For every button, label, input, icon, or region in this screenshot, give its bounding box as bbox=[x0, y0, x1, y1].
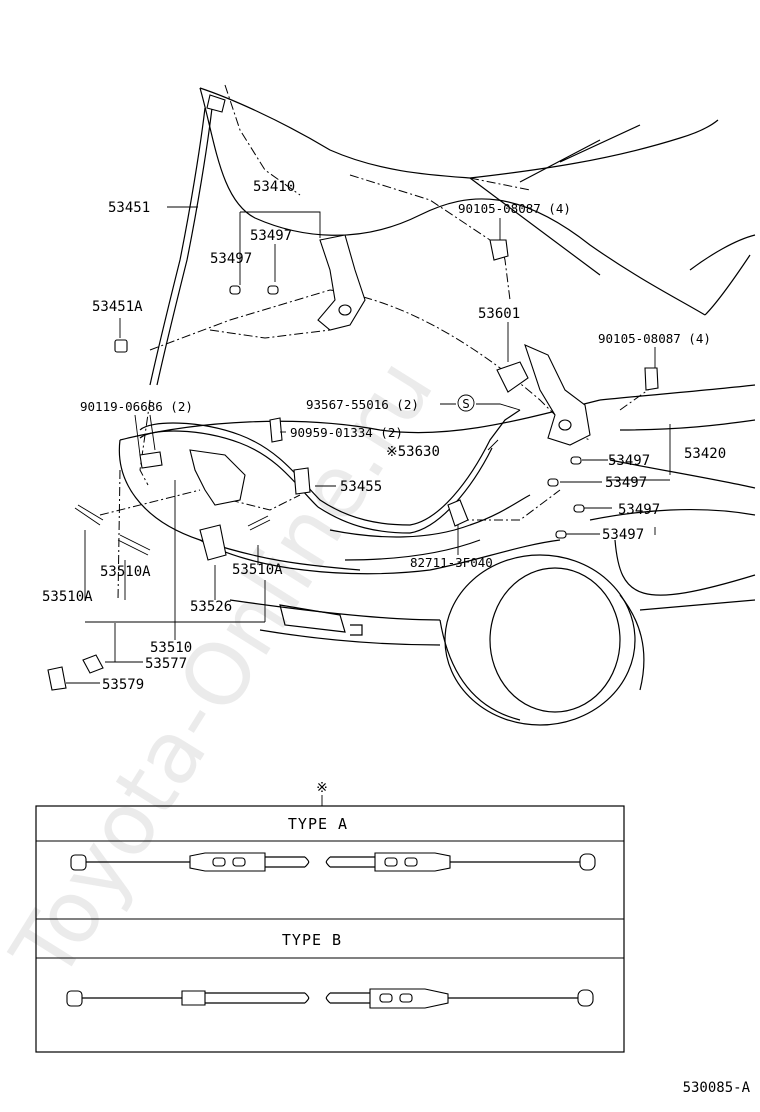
label-53455: 53455 bbox=[340, 479, 382, 495]
type-a-header: TYPE A bbox=[288, 815, 348, 833]
label-53497-c: 53497 bbox=[608, 453, 650, 469]
leader-lines bbox=[66, 206, 671, 684]
type-b-header: TYPE B bbox=[282, 931, 342, 949]
type-b-cable bbox=[66, 988, 594, 1009]
label-53497-a: 53497 bbox=[250, 228, 292, 244]
ref-mark: ※ bbox=[316, 780, 328, 796]
label-53410: 53410 bbox=[253, 179, 295, 195]
label-53497-e: 53497 bbox=[618, 502, 660, 518]
hood-support-rod bbox=[149, 94, 226, 386]
label-53510A-a: 53510A bbox=[100, 564, 151, 580]
label-53510: 53510 bbox=[150, 640, 192, 656]
label-53497-d: 53497 bbox=[605, 475, 647, 491]
type-a-cable bbox=[70, 852, 596, 872]
label-53630: ※53630 bbox=[386, 444, 440, 460]
small-fasteners bbox=[47, 239, 659, 691]
hood-hinge-right bbox=[524, 344, 591, 446]
label-53420: 53420 bbox=[684, 446, 726, 462]
label-53526: 53526 bbox=[190, 599, 232, 615]
label-53451: 53451 bbox=[108, 200, 150, 216]
s-mark-label: S bbox=[462, 396, 470, 411]
label-53577: 53577 bbox=[145, 656, 187, 672]
label-53451A: 53451A bbox=[92, 299, 143, 315]
label-53497-f: 53497 bbox=[602, 527, 644, 543]
watermark: Toyota-Online.ru bbox=[0, 342, 453, 997]
hood-hinge-left bbox=[317, 234, 366, 331]
label-90119: 90119-06686 (2) bbox=[80, 399, 193, 414]
label-90105-right: 90105-08087 (4) bbox=[598, 331, 711, 346]
label-90105-top: 90105-08087 (4) bbox=[458, 201, 571, 216]
car-body-outline bbox=[99, 84, 756, 726]
label-53510A-b: 53510A bbox=[232, 562, 283, 578]
label-93567: 93567-55016 (2) bbox=[306, 397, 419, 412]
diagram-code: 530085-A bbox=[683, 1080, 751, 1096]
hood-lock-assembly bbox=[189, 449, 246, 561]
label-53497-b: 53497 bbox=[210, 251, 252, 267]
cable-types-table: ※ TYPE A TYPE B bbox=[35, 780, 625, 1053]
part-labels: 53451 53410 53497 53497 53451A 90105-080… bbox=[42, 179, 726, 693]
hood-lock-bracket bbox=[496, 361, 529, 393]
label-53510A-c: 53510A bbox=[42, 589, 93, 605]
label-53601: 53601 bbox=[478, 306, 520, 322]
label-82711: 82711-3F040 bbox=[410, 555, 493, 570]
s-mark-circle bbox=[457, 394, 475, 412]
label-53579: 53579 bbox=[102, 677, 144, 693]
release-cable bbox=[139, 409, 521, 534]
label-90959: 90959-01334 (2) bbox=[290, 425, 403, 440]
